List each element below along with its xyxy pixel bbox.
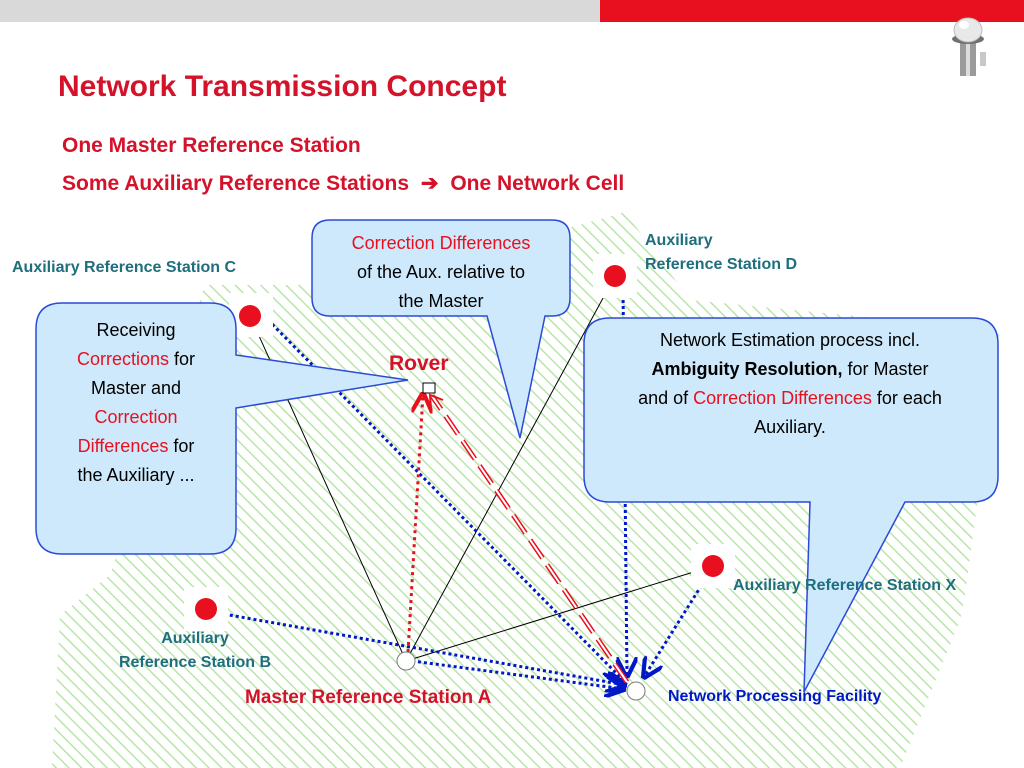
- station-d-label-line2: Reference Station D: [645, 256, 798, 273]
- callout-left-corrections: Corrections: [76, 349, 169, 369]
- subtitle-master: One Master Reference Station: [62, 134, 361, 157]
- station-x-label: Auxiliary Reference Station X: [733, 577, 957, 594]
- station-d-marker: [604, 265, 626, 287]
- callout-right-line3-pre: and of: [638, 388, 694, 408]
- callout-right-corr-diff: Correction Differences: [693, 388, 872, 408]
- callout-left-line4: Correction: [94, 407, 178, 427]
- callout-right-line2-rest: for Master: [842, 359, 929, 379]
- callout-right-bubble: [583, 317, 999, 693]
- facility-label: Network Processing Facility: [668, 688, 882, 705]
- station-d-label: Auxiliary Reference Station D: [645, 229, 797, 277]
- callout-left-differences: Differences: [77, 436, 169, 456]
- callout-left-line2-rest: for: [169, 349, 196, 369]
- callout-top-text: Correction Differences of the Aux. relat…: [318, 229, 564, 316]
- callout-left-text: Receiving Corrections for Master and Cor…: [40, 316, 232, 490]
- gps-antenna-logo-icon: [952, 17, 986, 76]
- station-b-label-line2: Reference Station B: [118, 654, 272, 671]
- station-c-marker: [239, 305, 261, 327]
- callout-top-bubble: [311, 219, 571, 439]
- callout-left-line2: Corrections for: [40, 345, 232, 374]
- facility-to-rover-link: [429, 394, 630, 684]
- top-bar-grey: [0, 0, 600, 22]
- master-station-a-marker: [396, 651, 416, 671]
- callout-right-line4: Auxiliary.: [754, 417, 826, 437]
- callout-right-line2: Ambiguity Resolution, for Master: [588, 355, 992, 384]
- callout-right-line1: Network Estimation process incl.: [659, 330, 921, 350]
- master-station-label: Master Reference Station A: [245, 687, 492, 708]
- page-title: Network Transmission Concept: [58, 70, 507, 103]
- callout-left-line3: Master and: [90, 378, 182, 398]
- station-b-label: Auxiliary Reference Station B: [100, 627, 290, 675]
- station-b-marker: [195, 598, 217, 620]
- rover-label: Rover: [389, 352, 449, 375]
- rover-marker: [422, 382, 436, 394]
- station-c-label: Auxiliary Reference Station C: [12, 259, 237, 276]
- callout-left-line5: Differences for: [40, 432, 232, 461]
- callout-top-line1: Correction Differences: [351, 233, 531, 253]
- top-bar-red: [600, 0, 1024, 22]
- station-d-label-line1: Auxiliary: [645, 232, 713, 249]
- station-b-label-line1: Auxiliary: [161, 630, 229, 647]
- callout-right-line3-post: for each: [871, 388, 942, 408]
- station-x-marker: [702, 555, 724, 577]
- callout-left-line1: Receiving: [96, 320, 176, 340]
- callout-right-text: Network Estimation process incl. Ambigui…: [588, 326, 992, 442]
- subtitle-cell-text: One Network Cell: [450, 172, 625, 195]
- subtitle-network-cell: Some Auxiliary Reference Stations ➔ One …: [62, 171, 624, 196]
- callout-left-line5-rest: for: [168, 436, 195, 456]
- callout-top-line2: of the Aux. relative to: [356, 262, 526, 282]
- callout-right-line3: and of Correction Differences for each: [588, 384, 992, 413]
- rover-to-master-link: [406, 394, 423, 653]
- callout-left-bubble: [35, 302, 409, 555]
- subtitle-aux-text: Some Auxiliary Reference Stations: [62, 172, 410, 195]
- callout-top-line3: the Master: [398, 291, 484, 311]
- callout-right-ambiguity: Ambiguity Resolution,: [651, 359, 843, 379]
- callout-left-line6: the Auxiliary ...: [77, 465, 195, 485]
- processing-facility-marker: [626, 681, 646, 701]
- facility-to-rover-arrowhead: [428, 393, 444, 410]
- right-arrow-icon: ➔: [420, 172, 439, 195]
